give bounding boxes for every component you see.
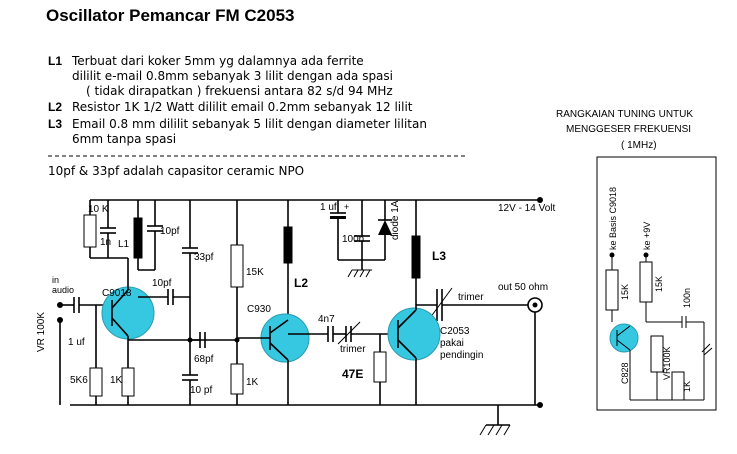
tuning-label-base: ke Basis C9018 <box>608 187 618 250</box>
label-68pf: 68pf <box>194 354 214 365</box>
label-1k-a: 1K <box>110 375 123 386</box>
label-1uf-top: 1 uf <box>320 202 337 213</box>
tuning-box <box>596 156 717 411</box>
note-line: dililit e-mail 0.8mm sebanyak 3 lilit de… <box>72 69 393 83</box>
label-1uf-in: 1 uf <box>68 337 85 348</box>
output-label: out 50 ohm <box>498 282 548 293</box>
label-10pf-bot: 10 pf <box>190 385 212 396</box>
label-c2053-pakai: pakai <box>440 338 464 349</box>
label-4n7: 4n7 <box>318 314 335 325</box>
label-c9018: C9018 <box>102 288 132 299</box>
label-c930: C930 <box>247 304 271 315</box>
ground-terminal <box>537 402 543 408</box>
resistor-10k <box>83 214 97 248</box>
tuning-resistor-15k-2 <box>639 261 653 303</box>
resistor-5k6 <box>89 367 103 397</box>
note-line: Terbuat dari koker 5mm yg dalamnya ada f… <box>72 54 364 68</box>
label-in: in <box>52 275 59 285</box>
tuning-label-1k: 1K <box>682 381 692 392</box>
label-c2053: C2053 <box>440 326 470 337</box>
note-tag: L1 <box>48 54 63 68</box>
label-5k6: 5K6 <box>70 375 88 386</box>
tuning-transistor-c828 <box>609 323 639 353</box>
svg-text:+: + <box>344 202 349 212</box>
note-line: 6mm tanpa spasi <box>72 132 177 146</box>
note-line: Resistor 1K 1/2 Watt dililit email 0.2mm… <box>72 100 413 114</box>
label-l1: L1 <box>118 239 130 250</box>
note-line: Email 0.8 mm dililit sebanyak 5 lilit de… <box>72 117 427 131</box>
label-diode: diode 1A <box>390 200 401 240</box>
tuning-label-15k-2: 15K <box>654 276 664 292</box>
label-47e: 47E <box>342 367 363 381</box>
capacitor-note: 10pf & 33pf adalah capasitor ceramic NPO <box>48 164 305 178</box>
tuning-label-c828: C828 <box>620 362 630 384</box>
resistor-1k-b <box>230 363 244 395</box>
label-1k-b: 1K <box>246 377 259 388</box>
note-tag: L3 <box>48 117 63 131</box>
note-tag: L2 <box>48 100 63 114</box>
tuning-title-2: MENGGESER FREKUENSI <box>566 124 691 135</box>
transistor-c2053 <box>387 307 441 361</box>
label-trimer-top: trimer <box>458 292 484 303</box>
label-33pf: 33pf <box>194 252 214 263</box>
page-title: Oscillator Pemancar FM C2053 <box>46 6 295 25</box>
label-1n: 1n <box>100 237 111 248</box>
diode-1a <box>378 220 392 235</box>
label-c2053-pendingin: pendingin <box>440 350 483 361</box>
label-100n: 100n <box>342 234 364 245</box>
tuning-title-1: RANGKAIAN TUNING UNTUK <box>556 109 693 120</box>
tuning-title-3: ( 1MHz) <box>621 140 657 151</box>
supply-label: 12V - 14 Volt <box>498 203 555 214</box>
label-trimer-mid: trimer <box>340 344 366 355</box>
resistor-47e <box>373 351 387 383</box>
tuning-label-100n: 100n <box>682 288 692 308</box>
label-15k: 15K <box>246 267 264 278</box>
tuning-resistor-15k-1 <box>605 269 619 311</box>
resistor-15k <box>230 244 244 288</box>
supply-terminal <box>537 197 543 203</box>
label-l2: L2 <box>294 276 308 290</box>
label-10k: 10 K <box>88 204 109 215</box>
label-10pf-top: 10pf <box>160 226 180 237</box>
coil-l2 <box>283 226 293 264</box>
tuning-label-9v: ke +9V <box>642 222 652 250</box>
label-audio: audio <box>52 285 74 295</box>
label-10pf-mid: 10pf <box>152 278 172 289</box>
coil-l1 <box>133 217 143 259</box>
tuning-label-vr100k: VR100K <box>662 346 672 380</box>
coil-l3 <box>411 235 421 279</box>
label-l3: L3 <box>432 249 446 263</box>
resistor-1k-a <box>121 367 135 397</box>
note-line: ( tidak dirapatkan ) frekuensi antara 82… <box>86 84 393 98</box>
label-vr-input: VR 100K <box>36 312 47 352</box>
tuning-label-15k-1: 15K <box>620 284 630 300</box>
